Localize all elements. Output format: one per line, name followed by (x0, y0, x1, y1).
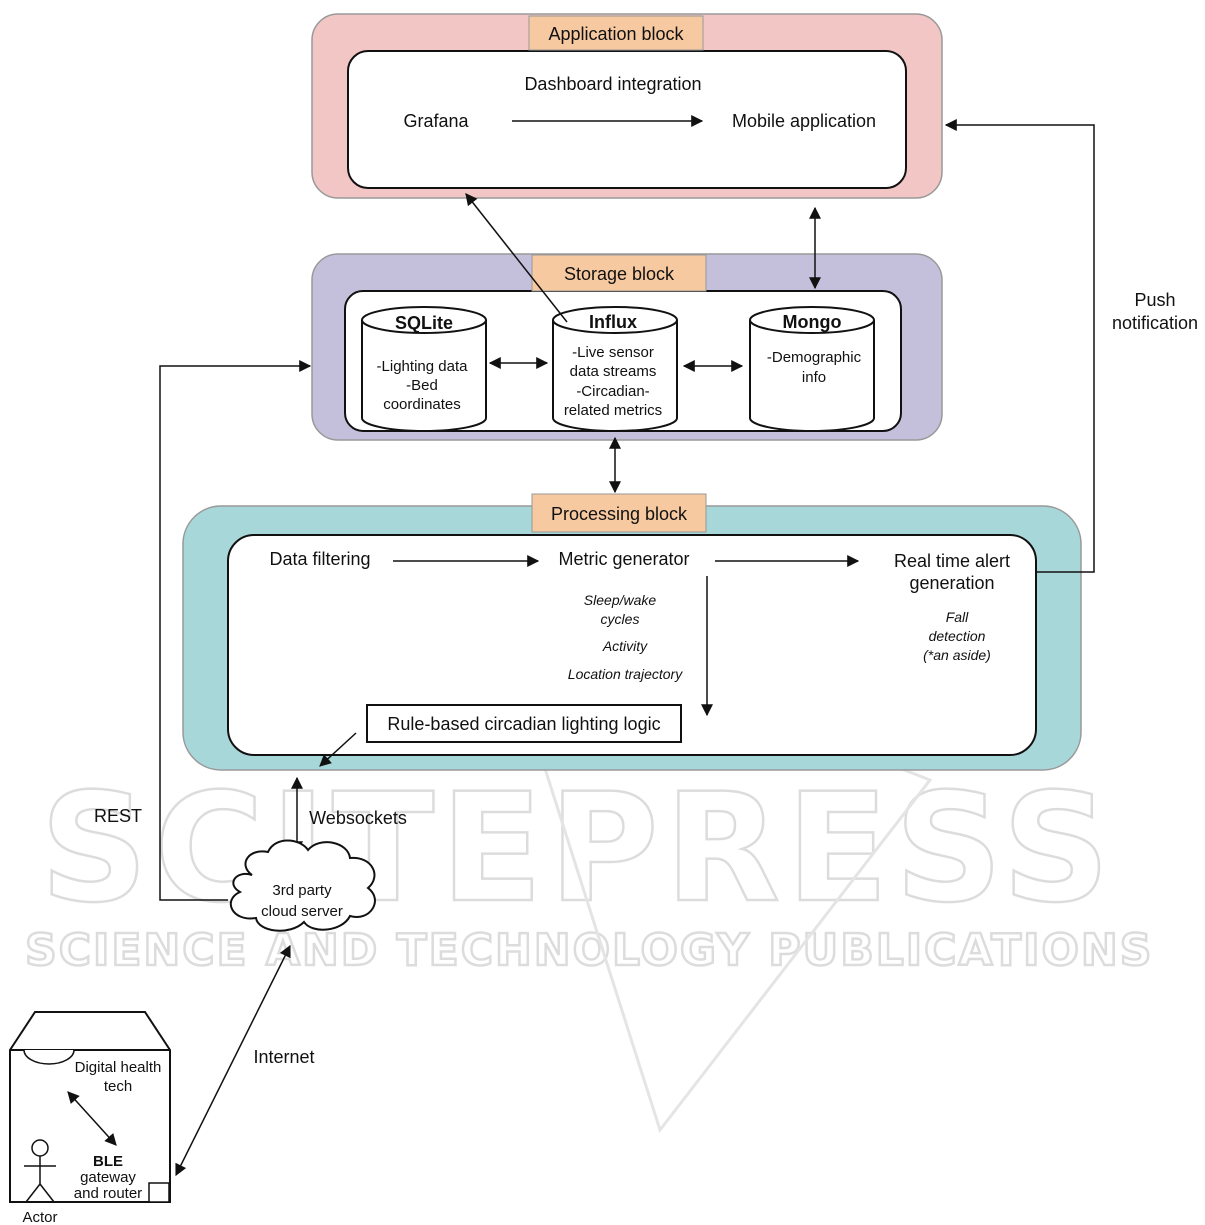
influx-label: Influx (589, 312, 637, 332)
processing-block-metrics-2-text: Activity (602, 638, 648, 654)
storage-block-sqlite-lines-0-text: -Lighting data (377, 358, 469, 375)
internet-arrow (175, 944, 291, 1177)
processing-block-metrics-1-text: cycles (601, 611, 640, 627)
home-environment: Digital health tech BLE gateway and rout… (9, 1011, 171, 1203)
mobile-application-label: Mobile application (732, 111, 876, 131)
rule-logic-box (366, 704, 682, 743)
processing-block: Processing block Data filtering Metric g… (182, 493, 1082, 771)
rest-arrow (159, 360, 312, 901)
processing-block-metrics-3-text: Location trajectory (568, 666, 683, 682)
rule-to-output-arrow (319, 732, 357, 767)
processing-block-alert-0-text: Real time alert (894, 551, 1010, 571)
watermark-line2: SCIENCE AND TECHNOLOGY PUBLICATIONS (25, 925, 1153, 976)
processing-block-fall-2-text: (*an aside) (923, 647, 991, 663)
router-icon (148, 1182, 170, 1203)
storage-block-sqlite-lines-1-text: -Bed (406, 377, 438, 394)
storage-block-mongo-lines-1-text: info (802, 369, 826, 386)
notification-label: notification (1112, 313, 1198, 333)
watermark-line1: SCITEPRESS (40, 762, 1116, 936)
ceiling-light-icon (23, 1049, 75, 1065)
sqlite-label: SQLite (395, 313, 453, 333)
home-ble-1-text: gateway (80, 1169, 136, 1186)
storage-block-influx-lines-0-text: -Live sensor (572, 344, 654, 361)
influx-database: Influx -Live sensor data streams -Circad… (552, 306, 678, 432)
metric-generator-label: Metric generator (558, 549, 689, 569)
actor-label: Actor (22, 1209, 57, 1225)
sqlite-database: SQLite -Lighting data -Bed coordinates (361, 306, 487, 432)
grafana-label: Grafana (403, 111, 469, 131)
home-digital-health-0-text: Digital health (75, 1059, 162, 1076)
home-ble-2-text: and router (74, 1185, 142, 1202)
data-filtering-label: Data filtering (269, 549, 370, 569)
processing-block-fall-0-text: Fall (946, 609, 969, 625)
websockets-label: Websockets (309, 808, 407, 828)
processing-block-fall-1-text: detection (929, 628, 986, 644)
influx-to-grafana-arrow (465, 193, 568, 323)
application-block-title: Application block (548, 24, 684, 44)
cloud-1-text: cloud server (261, 903, 343, 920)
storage-block-mongo-lines-0-text: -Demographic (767, 349, 862, 366)
push-label: Push (1134, 290, 1175, 310)
home-ble-0-text: BLE (93, 1153, 123, 1170)
storage-block: Storage block SQLite -Lighting data -Bed… (311, 253, 943, 441)
actor-icon (24, 1139, 56, 1203)
processing-block-alert-1-text: generation (909, 573, 994, 593)
push-notification-arrow (944, 119, 1095, 573)
rest-label: REST (94, 806, 142, 826)
storage-block-influx-lines-1-text: data streams (570, 363, 657, 380)
storage-block-title: Storage block (564, 264, 675, 284)
storage-block-influx-lines-3-text: related metrics (564, 402, 662, 419)
internet-label: Internet (253, 1047, 314, 1067)
processing-block-title: Processing block (551, 504, 688, 524)
sensor-gateway-arrow (67, 1091, 117, 1146)
storage-block-influx-lines-2-text: -Circadian- (576, 383, 649, 400)
home-digital-health-1-text: tech (104, 1078, 132, 1095)
watermark: SCITEPRESS SCIENCE AND TECHNOLOGY PUBLIC… (24, 628, 1153, 1134)
cloud-0-text: 3rd party (272, 882, 332, 899)
cloud-server: 3rd party cloud server (229, 839, 376, 932)
mongo-label: Mongo (783, 312, 842, 332)
rule-logic-label: Rule-based circadian lighting logic (387, 714, 660, 734)
application-block: Application block Dashboard integration … (311, 13, 943, 199)
mongo-database: Mongo -Demographic info (749, 306, 875, 432)
dashboard-integration-label: Dashboard integration (524, 74, 701, 94)
storage-block-sqlite-lines-2-text: coordinates (383, 396, 461, 413)
processing-block-metrics-0-text: Sleep/wake (584, 592, 657, 608)
